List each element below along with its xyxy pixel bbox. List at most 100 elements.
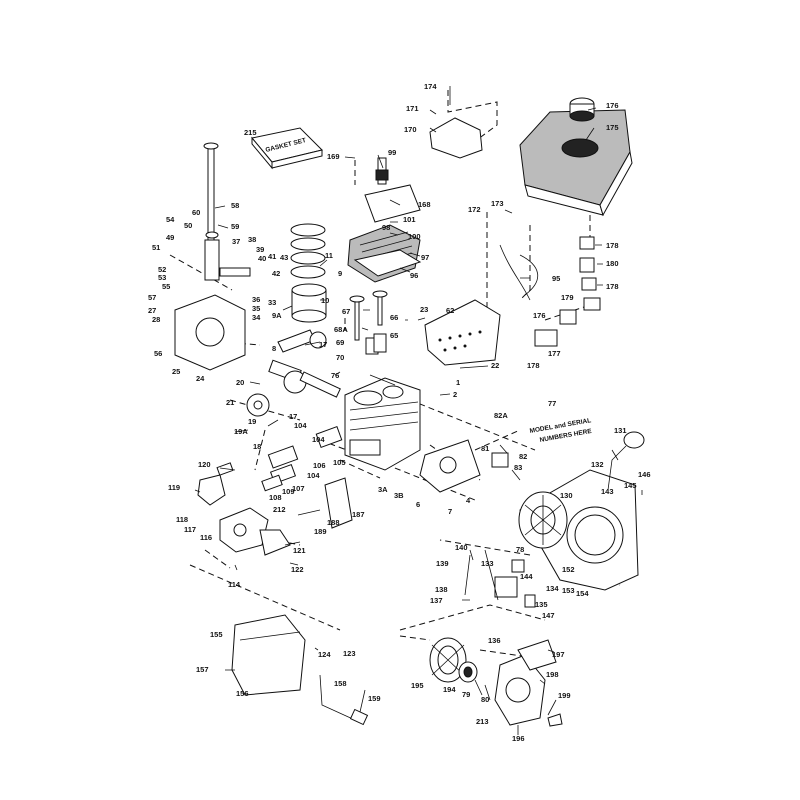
piston: [291, 283, 327, 323]
part-label: 83: [514, 463, 522, 472]
part-label: 28: [152, 315, 160, 324]
primer-bulb: [607, 431, 645, 491]
part-label: 52: [158, 265, 166, 274]
part-label: 157: [196, 665, 209, 674]
part-label: 10: [321, 296, 329, 305]
parts-artwork: GASKET SET: [174, 97, 645, 727]
valve-springs: [365, 333, 387, 355]
part-label: 187: [352, 510, 365, 519]
part-label: 100: [408, 232, 421, 241]
part-label: 33: [268, 298, 276, 307]
part-label: 62: [446, 306, 454, 315]
part-label: 41: [268, 252, 276, 261]
part-label: 109: [282, 487, 295, 496]
valves: [349, 290, 388, 341]
part-label: 215: [244, 128, 257, 137]
part-label: 180: [606, 259, 619, 268]
part-label: 173: [491, 199, 504, 208]
part-label: 152: [562, 565, 575, 574]
part-label: 147: [542, 611, 555, 620]
part-label: 22: [491, 361, 499, 370]
spark-plug: [375, 157, 389, 185]
part-label: 179: [561, 293, 574, 302]
part-label: 156: [236, 689, 249, 698]
part-label: 198: [546, 670, 559, 679]
part-label: 168: [418, 200, 431, 209]
part-label: 19: [248, 417, 256, 426]
carburetor: [219, 507, 291, 556]
part-label: 39: [256, 245, 264, 254]
part-label: 174: [424, 82, 437, 91]
part-label: 135: [535, 600, 548, 609]
part-label: 54: [166, 215, 175, 224]
part-label: 212: [273, 505, 286, 514]
part-label: 195: [411, 681, 424, 690]
part-label: 35: [252, 304, 260, 313]
part-label: 20: [236, 378, 244, 387]
part-label: 70: [336, 353, 344, 362]
intake-elbow: [197, 474, 226, 506]
part-labels: 174 171 170 176 175 215 169 99 168 58 60…: [148, 82, 651, 743]
part-label: 130: [560, 491, 573, 500]
part-label: 80: [481, 695, 489, 704]
baffle-holes: [438, 330, 482, 352]
part-label: 9: [338, 269, 342, 278]
part-label: 124: [318, 650, 331, 659]
part-label: 82A: [494, 411, 508, 420]
part-label: 154: [576, 589, 589, 598]
part-label: 42: [272, 269, 280, 278]
part-label: 197: [552, 650, 565, 659]
control-bracket: [464, 549, 536, 608]
part-label: 24: [196, 374, 205, 383]
part-label: 58: [231, 201, 239, 210]
flywheel: [518, 491, 568, 549]
part-label: 131: [614, 426, 627, 435]
part-label: 60: [192, 208, 200, 217]
baffle-22: [424, 299, 501, 366]
part-label: 23: [420, 305, 428, 314]
part-label: 56: [154, 349, 162, 358]
part-label: 178: [606, 282, 619, 291]
part-label: 66: [390, 313, 398, 322]
fuel-fittings: [534, 236, 601, 347]
part-label: 17: [319, 340, 327, 349]
part-label: 8: [272, 344, 276, 353]
part-label: 155: [210, 630, 223, 639]
air-filter: [324, 477, 353, 529]
part-label: 175: [606, 123, 619, 132]
part-label: 17: [289, 412, 297, 421]
part-label: 55: [162, 282, 170, 291]
part-label: 137: [430, 596, 443, 605]
part-label: 177: [548, 349, 561, 358]
part-label: 145: [624, 481, 637, 490]
part-label: 98: [382, 223, 390, 232]
part-label: 114: [228, 580, 241, 589]
part-label: 117: [184, 525, 196, 534]
cylinder-head: [347, 184, 422, 283]
fuel-line: [499, 244, 538, 301]
part-label: 132: [591, 460, 604, 469]
crankshaft: [268, 359, 341, 398]
part-label: 43: [280, 253, 288, 262]
bracket-170: [429, 117, 483, 159]
part-label: 104: [307, 471, 320, 480]
part-label: 68A: [334, 325, 348, 334]
part-label: 21: [226, 398, 234, 407]
part-label: 95: [552, 274, 560, 283]
part-label: 144: [520, 572, 533, 581]
part-label: 78: [516, 545, 524, 554]
part-label: 34: [252, 313, 261, 322]
part-label: 4: [466, 496, 471, 505]
cylinder-block: [344, 377, 421, 471]
part-label: 116: [200, 533, 212, 542]
part-label: 3A: [378, 485, 388, 494]
part-label: 121: [293, 546, 306, 555]
part-label: 171: [406, 104, 419, 113]
part-label: 123: [343, 649, 356, 658]
part-label: 153: [562, 586, 575, 595]
part-label: 97: [421, 253, 429, 262]
part-label: 196: [512, 734, 525, 743]
part-label: 81: [481, 444, 489, 453]
part-label: 57: [148, 293, 156, 302]
part-label: 18: [253, 442, 261, 451]
